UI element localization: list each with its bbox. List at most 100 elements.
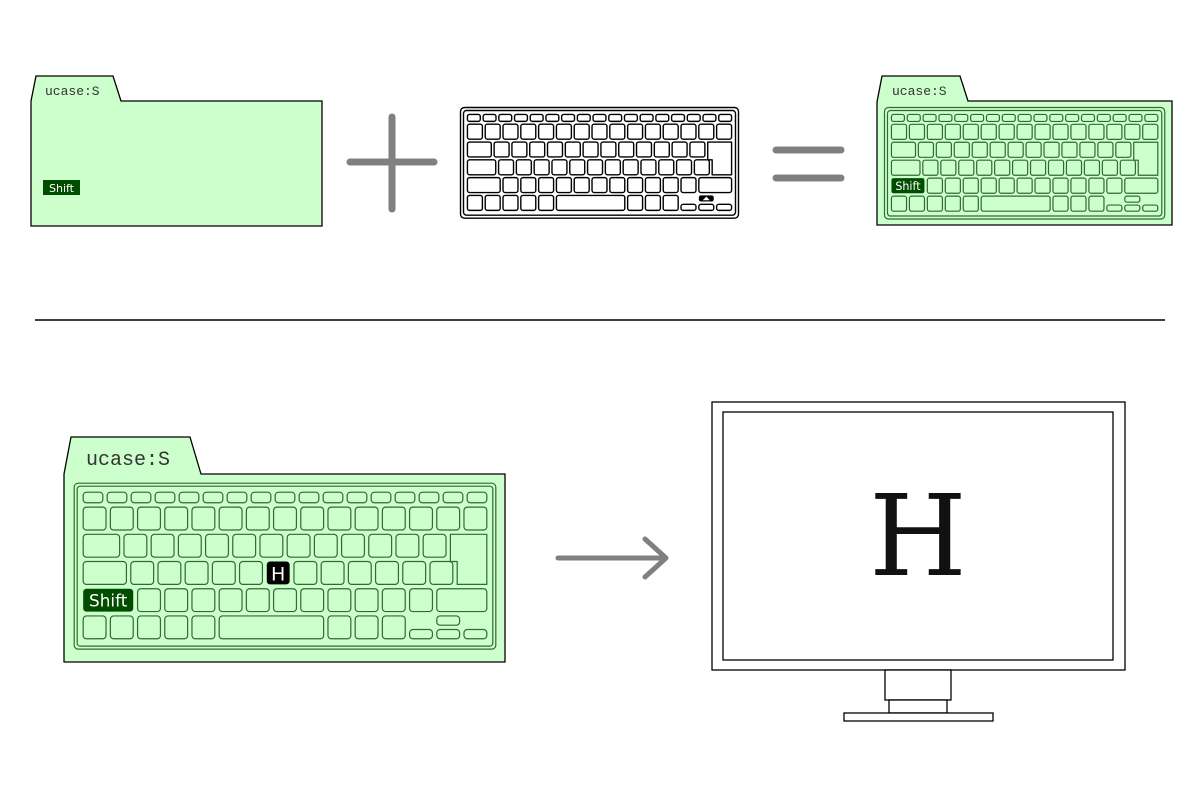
plain-keyboard xyxy=(459,106,740,219)
key xyxy=(675,159,693,176)
key xyxy=(408,506,434,531)
function-key xyxy=(346,491,368,504)
key xyxy=(635,141,653,158)
key xyxy=(644,123,662,140)
tab-key xyxy=(890,141,917,158)
key xyxy=(1016,123,1033,140)
function-key xyxy=(592,113,607,123)
key xyxy=(347,560,372,585)
key xyxy=(698,123,715,140)
monitor-screen xyxy=(722,411,1114,661)
key xyxy=(962,195,979,212)
key xyxy=(618,141,635,158)
key xyxy=(272,506,298,531)
key xyxy=(327,615,352,640)
key xyxy=(1052,177,1069,194)
key xyxy=(1052,123,1069,140)
key xyxy=(520,123,537,140)
key xyxy=(402,560,427,585)
shift-key-label: Shift xyxy=(49,182,75,195)
function-key xyxy=(639,113,654,123)
key xyxy=(908,123,926,140)
key xyxy=(463,506,488,531)
key xyxy=(381,506,406,531)
key xyxy=(109,615,134,640)
key xyxy=(971,141,988,158)
key xyxy=(622,159,639,176)
key xyxy=(609,176,626,194)
key xyxy=(537,123,555,140)
key xyxy=(300,506,325,531)
key xyxy=(537,176,555,194)
function-key xyxy=(529,113,544,123)
key xyxy=(533,159,550,176)
function-key xyxy=(482,113,497,123)
key xyxy=(1034,177,1051,194)
key xyxy=(586,159,604,176)
key xyxy=(917,141,935,158)
key xyxy=(980,177,997,194)
key xyxy=(994,159,1011,176)
key xyxy=(1088,195,1105,212)
key xyxy=(1097,141,1114,158)
key xyxy=(962,177,979,194)
result-folder: ucase:S Shift xyxy=(876,75,1173,226)
function-key xyxy=(1080,113,1096,123)
key xyxy=(354,615,379,640)
keyboard-frame-inner xyxy=(886,109,1163,217)
keyboard-frame-inner xyxy=(76,485,494,647)
key xyxy=(609,123,626,140)
key xyxy=(944,195,961,212)
key xyxy=(502,194,519,212)
function-key xyxy=(82,491,104,504)
key xyxy=(564,141,581,158)
function-key xyxy=(970,113,985,123)
function-key xyxy=(1096,113,1111,123)
key xyxy=(591,176,608,194)
key xyxy=(82,506,107,531)
key xyxy=(662,176,679,194)
function-key xyxy=(938,113,953,123)
key xyxy=(493,141,510,158)
right-shift-key xyxy=(436,588,488,613)
key xyxy=(940,159,957,176)
function-key xyxy=(322,491,344,504)
key xyxy=(662,123,679,140)
arrow-left-key xyxy=(1106,204,1123,212)
key xyxy=(555,176,573,194)
key xyxy=(1052,195,1069,212)
key xyxy=(693,159,711,176)
key xyxy=(211,560,236,585)
monitor-base xyxy=(843,712,994,722)
function-key xyxy=(370,491,392,504)
key xyxy=(998,123,1015,140)
key xyxy=(164,506,189,531)
key xyxy=(1065,159,1083,176)
function-key xyxy=(906,113,921,123)
key xyxy=(327,506,352,531)
key xyxy=(204,533,230,558)
key xyxy=(368,533,393,558)
key xyxy=(259,533,284,558)
enter-key xyxy=(707,141,733,176)
key xyxy=(340,533,366,558)
key xyxy=(354,588,379,613)
key xyxy=(1083,159,1101,176)
modifier-folder: ucase:S Shift xyxy=(30,75,323,227)
function-key xyxy=(623,113,639,123)
key xyxy=(626,194,644,212)
key xyxy=(573,176,590,194)
arrow-up-key xyxy=(1124,195,1141,203)
key xyxy=(890,123,908,140)
function-key xyxy=(226,491,248,504)
tab-key xyxy=(82,533,121,558)
folder-tab-label: ucase:S xyxy=(86,449,170,472)
key xyxy=(293,560,318,585)
function-key xyxy=(418,491,440,504)
function-key xyxy=(702,113,717,123)
function-key xyxy=(560,113,576,123)
shift-key-label: Shift xyxy=(89,591,128,611)
key xyxy=(191,615,216,640)
key xyxy=(980,123,997,140)
